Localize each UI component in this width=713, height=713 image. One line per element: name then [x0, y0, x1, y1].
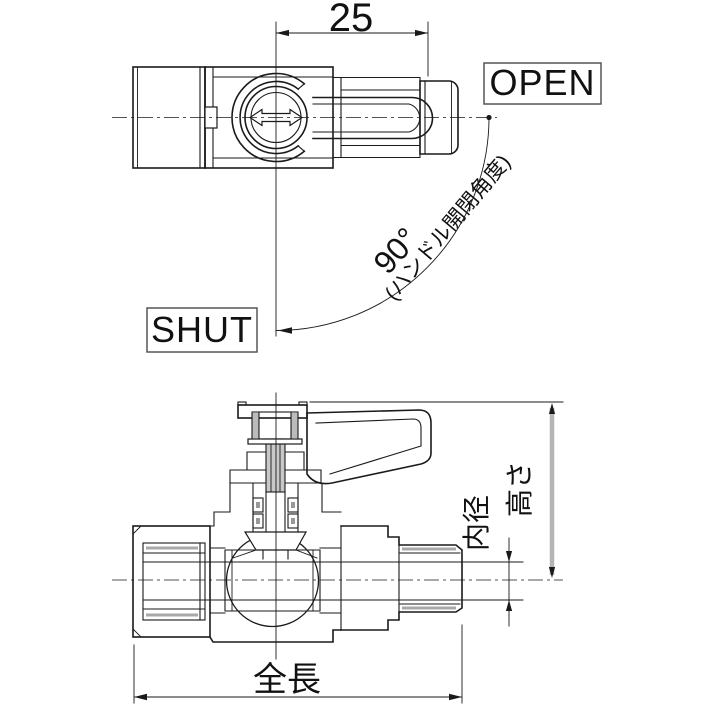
dimension-inner-diameter: 内径: [461, 495, 524, 627]
open-label: OPEN: [489, 62, 595, 103]
side-view: 全長 内径 高さ: [112, 392, 564, 704]
body-bottom: [208, 629, 342, 643]
handle-cap: [237, 401, 308, 445]
handle-lever-plan: [312, 96, 434, 140]
inner-diameter-label: 内径: [461, 495, 492, 551]
dimension-total-length: 全長: [133, 624, 463, 704]
shut-label: SHUT: [151, 309, 253, 350]
ball-seat: [224, 549, 321, 612]
stem: [265, 438, 286, 533]
total-length-label: 全長: [253, 661, 321, 699]
height-label: 高さ: [504, 461, 535, 517]
female-end-block: [132, 525, 211, 638]
shut-label-box: SHUT: [146, 307, 258, 353]
valve-body-plan: [132, 66, 459, 169]
dimension-height: 高さ: [309, 401, 564, 578]
ball: [225, 531, 320, 628]
top-view: 25 OPEN SHUT 90° (ハンドル開閉角度): [112, 0, 602, 353]
dimension-25: 25: [275, 0, 429, 77]
plan-centerlines: [112, 21, 497, 337]
dimension-25-value: 25: [329, 0, 374, 40]
pipe-bore: [142, 547, 463, 614]
open-label-box: OPEN: [483, 62, 602, 105]
section-centerlines: [112, 392, 563, 660]
rotation-arc: 90° (ハンドル開閉角度): [275, 114, 515, 334]
handle-lever-side: [306, 409, 432, 485]
male-thread-end: [340, 525, 463, 631]
